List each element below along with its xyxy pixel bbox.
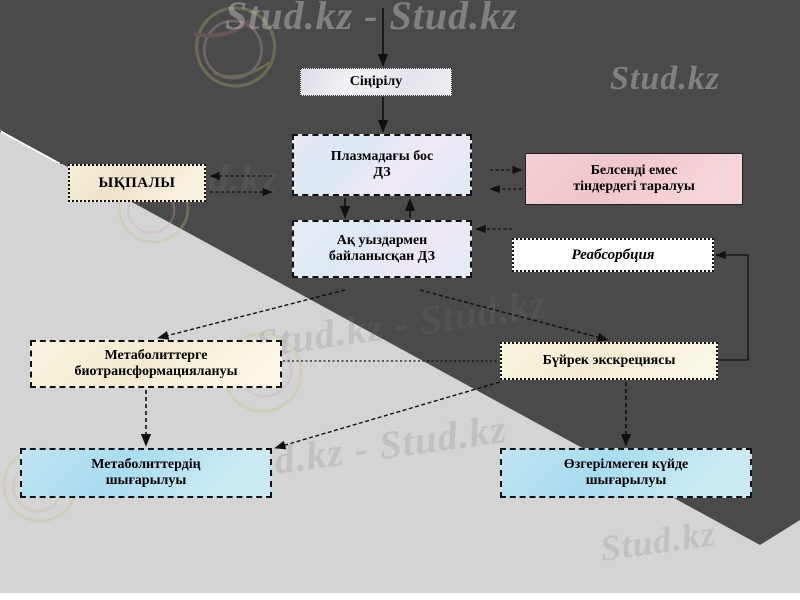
node-unchanged-excretion-line1: Өзгерілмеген күйде	[563, 457, 689, 473]
node-metabolite-excretion-line1: Метаболиттердің	[91, 457, 201, 473]
node-free-drug-plasma[interactable]: Плазмадағы бос ДЗ	[292, 134, 472, 196]
node-metabolite-excretion-line2: шығарылуы	[105, 473, 187, 488]
node-reabsorption-label: Реабсорбция	[571, 246, 655, 263]
node-unchanged-excretion-line2: шығарылуы	[585, 473, 667, 488]
node-biotransformation-text: Метаболиттерге биотрансформациялануы	[36, 348, 276, 379]
node-renal-excretion[interactable]: Бүйрек экскрециясы	[500, 342, 718, 380]
node-protein-bound-drug[interactable]: Ақ уыздармен байланысқан ДЗ	[292, 220, 472, 278]
node-unchanged-excretion-text: Өзгерілмеген күйде шығарылуы	[506, 457, 746, 488]
node-biotransformation-line1: Метаболиттерге	[104, 348, 208, 364]
node-free-drug-plasma-line1: Плазмадағы бос	[330, 149, 434, 165]
node-metabolite-excretion-text: Метаболиттердің шығарылуы	[26, 457, 266, 488]
node-free-drug-plasma-line2: ДЗ	[373, 165, 391, 180]
node-unchanged-excretion[interactable]: Өзгерілмеген күйде шығарылуы	[500, 448, 752, 498]
node-protein-bound-line2: байланысқан ДЗ	[328, 249, 436, 264]
node-reabsorption[interactable]: Реабсорбция	[512, 238, 714, 272]
node-protein-bound-text: Ақ уыздармен байланысқан ДЗ	[298, 233, 466, 264]
node-absorption[interactable]: Сіңірілу	[300, 68, 452, 96]
node-inactive-tissue-text: Белсенді емес тіндердегі таралуы	[530, 163, 738, 194]
node-inactive-tissue-distribution[interactable]: Белсенді емес тіндердегі таралуы	[525, 153, 743, 205]
node-free-drug-plasma-text: Плазмадағы бос ДЗ	[298, 149, 466, 180]
node-protein-bound-line1: Ақ уыздармен	[336, 233, 428, 249]
node-biotransformation-line2: биотрансформациялануы	[74, 364, 238, 379]
node-effect-label: ЫҚПАЛЫ	[98, 174, 176, 191]
node-inactive-tissue-line2: тіндердегі таралуы	[573, 179, 695, 194]
node-inactive-tissue-line1: Белсенді емес	[590, 163, 678, 179]
node-metabolite-excretion[interactable]: Метаболиттердің шығарылуы	[20, 448, 272, 498]
node-renal-excretion-label: Бүйрек экскрециясы	[542, 353, 676, 369]
node-absorption-label: Сіңірілу	[349, 74, 403, 90]
node-effect[interactable]: ЫҚПАЛЫ	[68, 164, 206, 202]
background-bottom-strip	[0, 593, 800, 600]
node-biotransformation[interactable]: Метаболиттерге биотрансформациялануы	[30, 340, 282, 388]
